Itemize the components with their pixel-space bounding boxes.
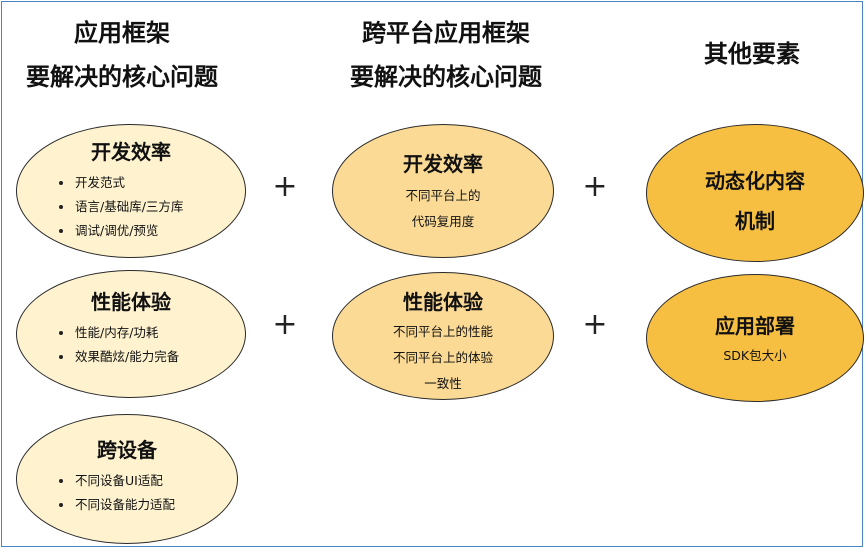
ellipse-app-deployment: 应用部署 SDK包大小 (646, 274, 864, 402)
bullet-dot (59, 478, 63, 483)
heading-line: 应用框架 (74, 19, 170, 47)
plus-sign: + (582, 169, 608, 204)
ellipse-description: 不同平台上的 代码复用度 (333, 183, 553, 235)
description-line: 不同平台上的 (405, 188, 481, 203)
list-item: 开发范式 (59, 171, 183, 195)
ellipse-title: 开发效率 (403, 152, 483, 176)
list-item: 语言/基础库/三方库 (59, 195, 183, 219)
ellipse-title: 跨设备 (97, 438, 157, 462)
description-line: 不同平台上的性能 (392, 324, 493, 339)
list-item: 不同设备能力适配 (59, 493, 175, 517)
ellipse-description: 不同平台上的性能 不同平台上的体验 一致性 (333, 319, 553, 397)
ellipse-cross-platform-performance: 性能体验 不同平台上的性能 不同平台上的体验 一致性 (332, 272, 554, 400)
bullet-dot (59, 330, 63, 335)
heading-line: 其他要素 (704, 40, 800, 68)
title-line: 机制 (735, 209, 775, 233)
list-item: 不同设备UI适配 (59, 469, 175, 493)
ellipse-title: 开发效率 (91, 140, 171, 164)
heading-other-factors: 其他要素 (662, 35, 842, 73)
bullet-dot (59, 354, 63, 359)
description-line: 代码复用度 (411, 214, 475, 229)
ellipse-description: SDK包大小 (647, 343, 863, 369)
bullet-dot (59, 228, 63, 233)
bullet-list: 不同设备UI适配 不同设备能力适配 (59, 469, 175, 517)
ellipse-title: 应用部署 (715, 314, 795, 338)
description-line: 一致性 (424, 376, 462, 391)
list-item: 性能/内存/功耗 (59, 321, 179, 345)
plus-sign: + (582, 307, 608, 342)
plus-sign: + (272, 169, 298, 204)
description-line: SDK包大小 (723, 348, 787, 363)
bullet-dot (59, 180, 63, 185)
heading-app-framework: 应用框架 要解决的核心问题 (2, 14, 242, 96)
heading-cross-platform-framework: 跨平台应用框架 要解决的核心问题 (320, 14, 572, 96)
heading-line: 要解决的核心问题 (26, 63, 218, 91)
ellipse-dynamic-content: 动态化内容 机制 (646, 124, 864, 262)
title-line: 动态化内容 (705, 169, 805, 193)
plus-sign: + (272, 307, 298, 342)
list-item: 效果酷炫/能力完备 (59, 345, 179, 369)
ellipse-performance-experience: 性能体验 性能/内存/功耗 效果酷炫/能力完备 (16, 270, 246, 398)
ellipse-dev-efficiency: 开发效率 开发范式 语言/基础库/三方库 调试/调优/预览 (16, 124, 246, 258)
description-line: 不同平台上的体验 (392, 350, 493, 365)
bullet-list: 开发范式 语言/基础库/三方库 调试/调优/预览 (59, 171, 183, 243)
ellipse-title: 动态化内容 机制 (647, 161, 863, 241)
bullet-list: 性能/内存/功耗 效果酷炫/能力完备 (59, 321, 179, 369)
bullet-dot (59, 204, 63, 209)
ellipse-cross-device: 跨设备 不同设备UI适配 不同设备能力适配 (16, 414, 238, 544)
list-item: 调试/调优/预览 (59, 219, 183, 243)
ellipse-cross-platform-dev-efficiency: 开发效率 不同平台上的 代码复用度 (332, 124, 554, 258)
ellipse-title: 性能体验 (403, 290, 483, 314)
heading-line: 要解决的核心问题 (350, 63, 542, 91)
ellipse-title: 性能体验 (91, 290, 171, 314)
bullet-dot (59, 502, 63, 507)
heading-line: 跨平台应用框架 (362, 19, 530, 47)
